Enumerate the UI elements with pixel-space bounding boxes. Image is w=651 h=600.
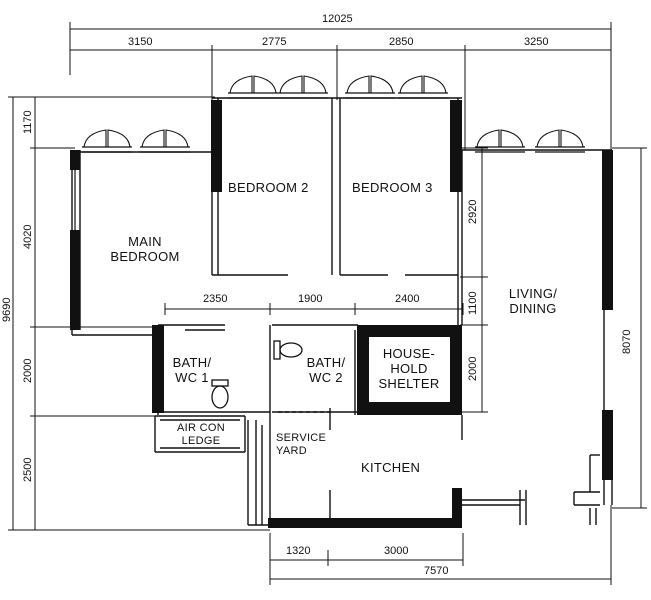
windows [74,75,586,230]
room-label-shelter-line2: HOLD [390,361,428,376]
room-label-service-line2: YARD [276,445,307,457]
room-label-bedroom-3: BEDROOM 3 [352,180,433,195]
dim-top-3: 2850 [389,36,414,48]
room-label-living-line1: LIVING/ [508,286,558,301]
room-label-bedroom-2: BEDROOM 2 [228,180,309,195]
room-label-aircon-ledge: AIR CON LEDGE [160,422,242,448]
room-label-bath2-line1: BATH/ [306,355,346,370]
dim-bottom-overall: 7570 [424,565,449,577]
dim-left-overall: 9690 [1,297,13,322]
dim-inner-3: 2000 [467,356,479,381]
room-label-bath2-line2: WC 2 [309,370,343,385]
dim-mid-1: 2350 [203,293,228,305]
dim-right-overall: 8070 [621,329,633,354]
toilets [211,340,303,409]
dim-bottom-2: 3000 [384,545,409,557]
dim-top-2: 2775 [262,36,287,48]
room-label-aircon-line2: LEDGE [181,435,221,447]
room-label-bath1-line2: WC 1 [175,370,209,385]
solid-walls [70,100,613,528]
room-label-living-dining: LIVING/ DINING [498,286,568,316]
dim-bottom-1: 1320 [286,545,311,557]
dim-mid-3: 2400 [395,293,420,305]
room-label-main-bedroom: MAIN BEDROOM [100,234,190,264]
room-label-main-bedroom-line2: BEDROOM [110,249,180,264]
dimension-lines [8,22,647,585]
dim-left-1: 1170 [22,110,34,134]
dim-left-3: 2000 [22,358,34,383]
room-label-kitchen: KITCHEN [361,460,421,475]
dim-inner-2: 1100 [467,291,479,315]
room-label-bath-wc-1: BATH/ WC 1 [164,355,220,385]
dim-left-4: 2500 [22,457,34,482]
room-label-shelter-line3: SHELTER [378,376,440,391]
room-label-service-yard: SERVICE YARD [276,432,326,458]
door-stubs [185,329,331,518]
room-label-aircon-line1: AIR CON [177,422,225,434]
dim-overall-top: 12025 [322,13,353,25]
room-label-service-line1: SERVICE [276,432,327,444]
dim-top-1: 3150 [128,36,153,48]
room-label-main-bedroom-line1: MAIN [128,234,162,249]
room-label-household-shelter: HOUSE- HOLD SHELTER [370,346,448,391]
room-label-living-line2: DINING [509,301,557,316]
dim-mid-2: 1900 [298,293,323,305]
room-label-shelter-line1: HOUSE- [382,346,436,361]
dim-top-4: 3250 [524,36,549,48]
dim-inner-1: 2920 [467,199,479,224]
room-label-bath1-line1: BATH/ [172,355,212,370]
room-label-bath-wc-2: BATH/ WC 2 [296,355,356,385]
dim-left-2: 4020 [22,224,34,249]
